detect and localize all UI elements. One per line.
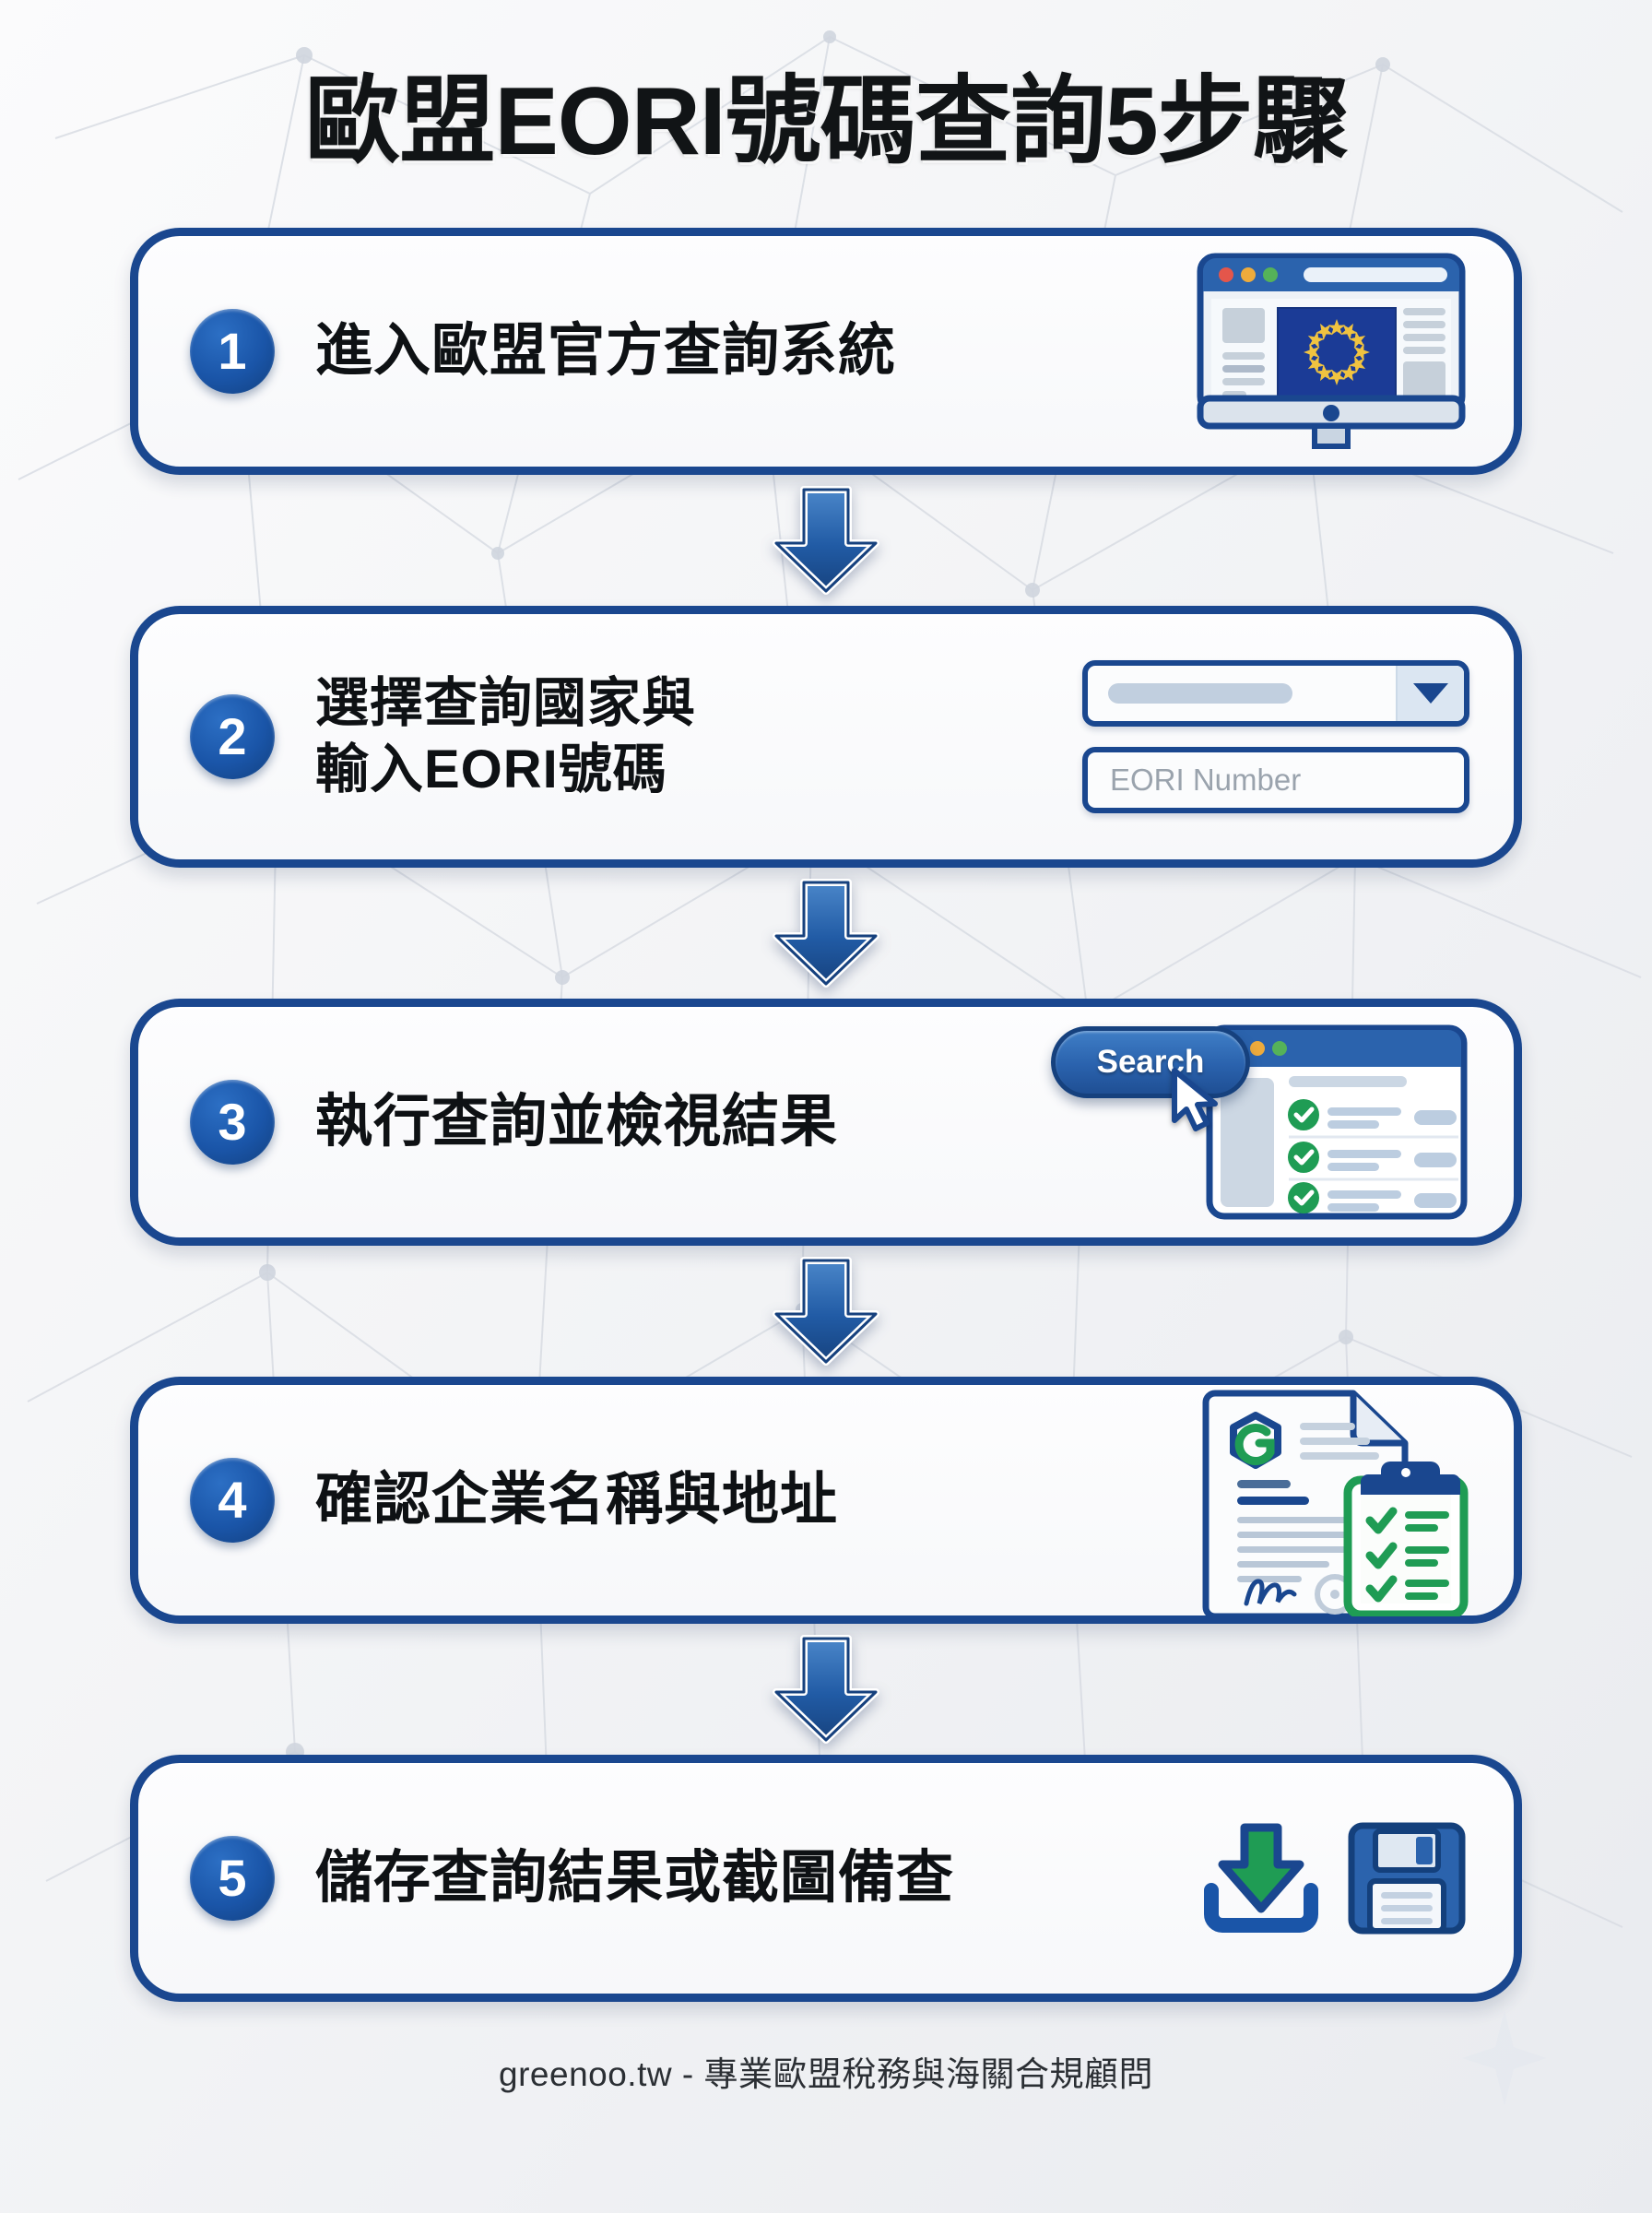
step-label-4: 確認企業名稱與地址 [315, 1468, 839, 1533]
flow-arrow-3 [773, 1257, 879, 1367]
eori-number-input[interactable]: EORI Number [1082, 747, 1469, 814]
select-placeholder-bar [1108, 683, 1292, 704]
flow-arrow-1 [773, 486, 879, 596]
greenoo-logo-icon [1230, 1412, 1281, 1470]
sparkle-decoration-icon [1462, 2010, 1547, 2106]
download-icon [1204, 1823, 1318, 1934]
step-number-badge-3: 3 [190, 1080, 275, 1166]
flow-arrow-2 [773, 879, 879, 988]
step-art-1 [1193, 251, 1469, 452]
step-label-2-line2: 輸入EORI號碼 [315, 740, 667, 800]
search-button[interactable]: Search [1051, 1026, 1250, 1099]
step-box-4[interactable]: 4 確認企業名稱與地址 [130, 1377, 1522, 1625]
step-art-5 [1198, 1818, 1469, 1938]
footer-credit: greenoo.tw - 專業歐盟稅務與海關合規顧問 [499, 2055, 1153, 2094]
country-select-form: EORI Number [1082, 660, 1469, 814]
eori-input-placeholder: EORI Number [1110, 763, 1302, 798]
step-label-3: 執行查詢並檢視結果 [315, 1090, 839, 1154]
step-box-2[interactable]: 2 選擇查詢國家與 輸入EORI號碼 EORI Number [130, 606, 1522, 869]
step-label-2-line1: 選擇查詢國家與 [315, 672, 697, 733]
step-box-3[interactable]: 3 執行查詢並檢視結果 Search [130, 999, 1522, 1247]
document-clipboard-icon [1202, 1390, 1469, 1617]
step-art-2: EORI Number [1082, 660, 1469, 814]
step-art-4 [1193, 1384, 1469, 1617]
monitor-eu-flag-icon [1197, 253, 1466, 450]
step-number-badge-2: 2 [190, 694, 275, 780]
step-label-1: 進入歐盟官方查詢系統 [315, 319, 897, 384]
chevron-down-icon[interactable] [1396, 666, 1464, 722]
country-select-dropdown[interactable] [1082, 660, 1469, 728]
step-label-5: 儲存查詢結果或截圖備查 [315, 1846, 955, 1911]
step-number-badge-5: 5 [190, 1836, 275, 1922]
mouse-cursor-icon [1172, 1068, 1218, 1132]
step-label-2: 選擇查詢國家與 輸入EORI號碼 [315, 670, 1082, 804]
step-number-badge-1: 1 [190, 309, 275, 395]
page-title: 歐盟EORI號碼查詢5步驟 [304, 68, 1348, 175]
flow-arrow-4 [773, 1635, 879, 1745]
step-box-5[interactable]: 5 儲存查詢結果或截圖備查 [130, 1755, 1522, 2003]
step-art-3: Search [1051, 1023, 1469, 1222]
floppy-disk-save-icon [1348, 1822, 1466, 1935]
step-box-1[interactable]: 1 進入歐盟官方查詢系統 [130, 228, 1522, 476]
steps-list: 1 進入歐盟官方查詢系統 [0, 228, 1652, 2003]
step-number-badge-4: 4 [190, 1458, 275, 1544]
